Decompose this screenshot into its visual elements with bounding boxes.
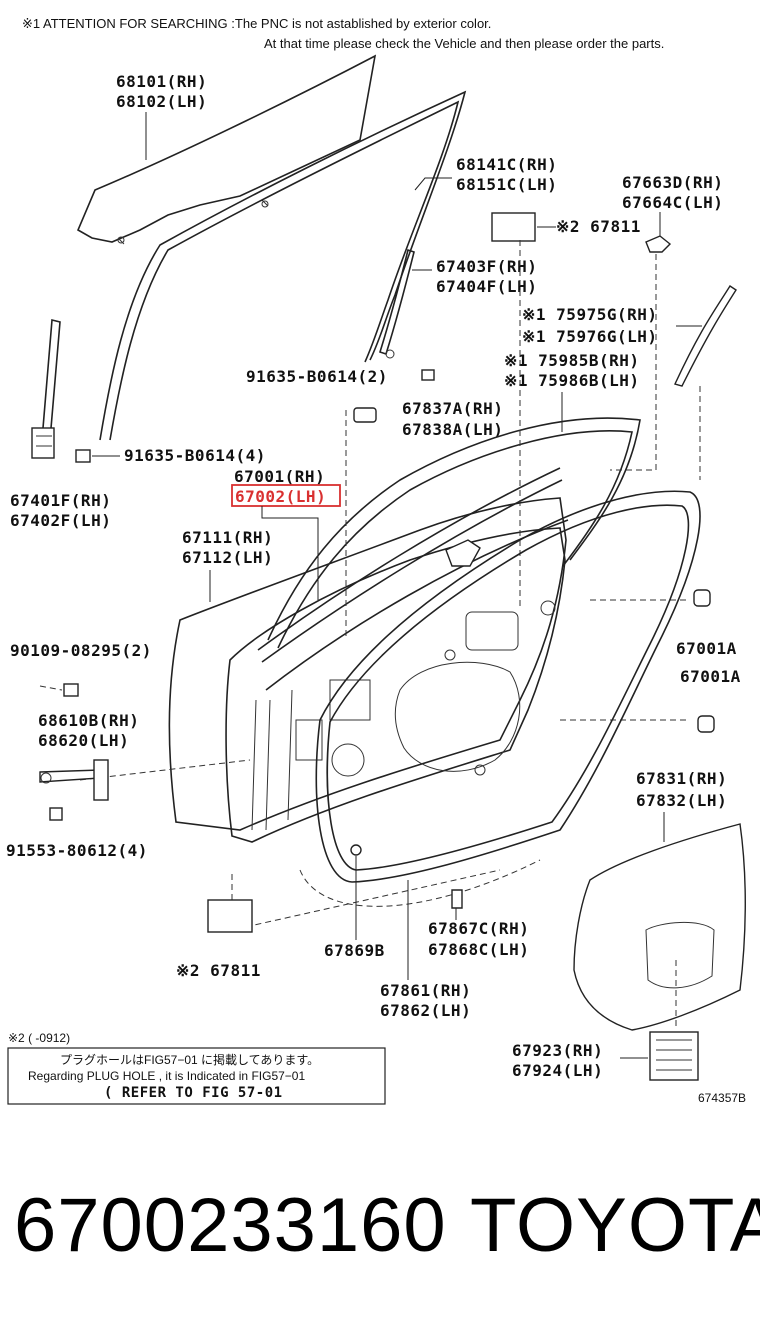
bolt-check-drawing bbox=[49, 807, 63, 821]
run-channel-drawing bbox=[99, 90, 467, 441]
cushion-lower-drawing bbox=[697, 715, 715, 733]
label-cover-lh: 67664C(LH) bbox=[622, 193, 723, 212]
label-sash-lh: 67404F(LH) bbox=[436, 277, 537, 296]
weatherstrip-clip-drawing bbox=[451, 889, 463, 909]
label-garnish-rh: ※1 75975G(RH) bbox=[522, 305, 658, 324]
door-sash-drawing bbox=[379, 248, 415, 359]
label-lower-seal-lh: 67924(LH) bbox=[512, 1061, 603, 1080]
weatherstrip-drawing bbox=[315, 490, 701, 883]
label-glass-lh: 68102(LH) bbox=[116, 92, 207, 111]
header-note-line2: At that time please check the Vehicle an… bbox=[264, 36, 664, 51]
label-outer-panel-lh: 67112(LH) bbox=[182, 548, 273, 567]
label-garnish-lh: ※1 75976G(LH) bbox=[522, 327, 658, 346]
footnote-box bbox=[7, 1047, 386, 1105]
label-regulator-rh: 67401F(RH) bbox=[10, 491, 111, 510]
label-moulding-lh: ※1 75986B(LH) bbox=[504, 371, 640, 390]
lower-seal-drawing bbox=[649, 1031, 699, 1081]
label-bolt-check: 91553-80612(4) bbox=[6, 841, 148, 860]
label-cushion-lower: 67001A bbox=[680, 667, 741, 686]
window-regulator-drawing bbox=[31, 318, 61, 459]
label-plug-top: ※2 67811 bbox=[556, 217, 641, 236]
label-outer-panel-rh: 67111(RH) bbox=[182, 528, 273, 547]
cushion-upper-drawing bbox=[693, 589, 711, 607]
header-note-line1: ※1 ATTENTION FOR SEARCHING :The PNC is n… bbox=[22, 16, 491, 31]
figure-code: 674357B bbox=[698, 1091, 746, 1105]
label-cushion-upper: 67001A bbox=[676, 639, 737, 658]
label-weatherstrip-clip-lh: 67868C(LH) bbox=[428, 940, 529, 959]
plug-bottom-drawing bbox=[207, 899, 253, 933]
screw-drawing bbox=[63, 683, 79, 697]
bolt-regulator-drawing bbox=[75, 449, 91, 463]
highlight-box bbox=[231, 484, 341, 507]
label-moulding-rh: ※1 75985B(RH) bbox=[504, 351, 640, 370]
door-check-drawing bbox=[39, 759, 109, 801]
footnote-ref: ※2 ( -0912) bbox=[8, 1031, 70, 1045]
label-run-channel-rh: 68141C(RH) bbox=[456, 155, 557, 174]
label-door-panel-lh: 67002(LH) bbox=[235, 487, 326, 506]
footnote-line2: Regarding PLUG HOLE , it is Indicated in… bbox=[28, 1069, 305, 1083]
parts-diagram: ※1 ATTENTION FOR SEARCHING :The PNC is n… bbox=[6, 16, 746, 1105]
label-check-rh: 68610B(RH) bbox=[38, 711, 139, 730]
brand-name: TOYOTA bbox=[470, 1183, 760, 1268]
door-glass-drawing bbox=[76, 54, 377, 245]
label-plug-bottom: ※2 67811 bbox=[176, 961, 261, 980]
footnote-line3: ( REFER TO FIG 57-01 bbox=[104, 1085, 283, 1101]
label-glass-rh: 68101(RH) bbox=[116, 72, 207, 91]
label-lower-seal-rh: 67923(RH) bbox=[512, 1041, 603, 1060]
garnish-drawing bbox=[674, 285, 737, 387]
label-regulator-lh: 67402F(LH) bbox=[10, 511, 111, 530]
label-check-lh: 68620(LH) bbox=[38, 731, 129, 750]
bolt-upper-drawing bbox=[421, 369, 435, 381]
label-hole-cover-lh: 67838A(LH) bbox=[402, 420, 503, 439]
label-sash-rh: 67403F(RH) bbox=[436, 257, 537, 276]
label-weatherstrip-lh: 67862(LH) bbox=[380, 1001, 471, 1020]
label-weatherstrip-rh: 67861(RH) bbox=[380, 981, 471, 1000]
label-cover-rh: 67663D(RH) bbox=[622, 173, 723, 192]
plug-top-drawing bbox=[491, 212, 536, 242]
label-door-panel-rh: 67001(RH) bbox=[234, 467, 325, 486]
label-run-channel-lh: 68151C(LH) bbox=[456, 175, 557, 194]
part-number: 6700233160 bbox=[14, 1183, 447, 1268]
mirror-cover-drawing bbox=[645, 212, 672, 253]
label-service-cover-lh: 67832(LH) bbox=[636, 791, 727, 810]
label-clip-b: 67869B bbox=[324, 941, 385, 960]
service-hole-cover-drawing bbox=[573, 823, 746, 1031]
label-bolt-upper: 91635-B0614(2) bbox=[246, 367, 388, 386]
door-body-drawing bbox=[168, 417, 641, 843]
clip-b-drawing bbox=[350, 844, 362, 856]
hole-cover-drawing bbox=[353, 407, 377, 423]
label-service-cover-rh: 67831(RH) bbox=[636, 769, 727, 788]
label-screw: 90109-08295(2) bbox=[10, 641, 152, 660]
footnote-line1: プラグホールはFIG57−01 に掲載してあります。 bbox=[60, 1052, 319, 1067]
label-bolt-regulator: 91635-B0614(4) bbox=[124, 446, 266, 465]
label-hole-cover-rh: 67837A(RH) bbox=[402, 399, 503, 418]
label-weatherstrip-clip-rh: 67867C(RH) bbox=[428, 919, 529, 938]
